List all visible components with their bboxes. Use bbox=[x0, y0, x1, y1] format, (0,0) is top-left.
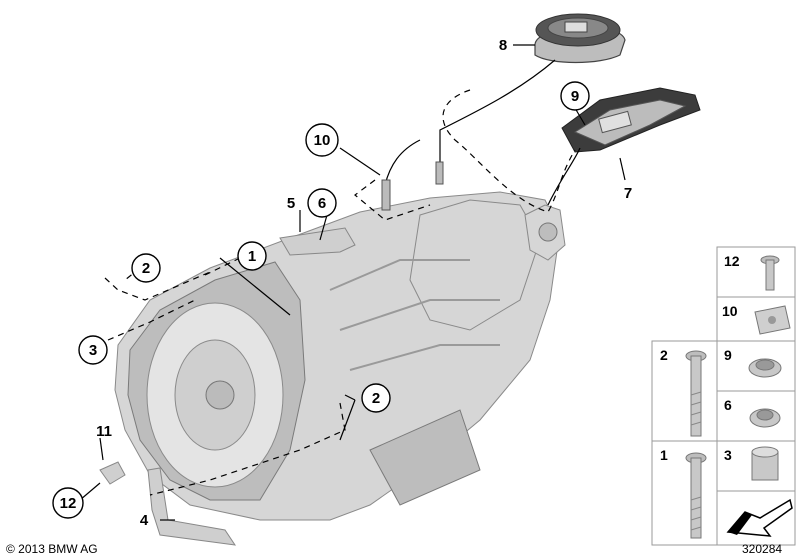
diagram-number: 320284 bbox=[742, 542, 782, 556]
callout-9: 9 bbox=[560, 81, 590, 111]
bracket bbox=[147, 467, 237, 546]
callout-4: 4 bbox=[140, 512, 149, 529]
svg-text:10: 10 bbox=[314, 132, 331, 149]
legend-label-12: 12 bbox=[724, 253, 740, 269]
sleeve-3-illustration bbox=[751, 446, 779, 481]
callout-11: 11 bbox=[96, 423, 112, 440]
legend-label-9: 9 bbox=[724, 347, 732, 363]
callout-12: 12 bbox=[52, 487, 84, 519]
legend-label-1: 1 bbox=[660, 447, 668, 463]
transmission-housing bbox=[114, 191, 566, 521]
selector-mechanism bbox=[561, 87, 701, 153]
shift-cables bbox=[381, 59, 581, 213]
nut-9-illustration bbox=[748, 358, 782, 378]
svg-text:3: 3 bbox=[89, 342, 97, 359]
svg-text:6: 6 bbox=[318, 195, 326, 212]
nut-6-illustration bbox=[749, 408, 781, 428]
legend-label-10: 10 bbox=[722, 303, 738, 319]
svg-text:2: 2 bbox=[142, 260, 150, 277]
callout-2-top: 2 bbox=[131, 253, 161, 283]
svg-text:1: 1 bbox=[248, 248, 256, 265]
callout-10: 10 bbox=[305, 123, 339, 157]
callout-2-middle: 2 bbox=[361, 383, 391, 413]
hardware-legend: 12 10 2 9 6 1 3 bbox=[651, 246, 796, 546]
svg-text:9: 9 bbox=[571, 88, 579, 105]
callout-5: 5 bbox=[287, 195, 295, 212]
callout-6: 6 bbox=[307, 188, 337, 218]
callout-1: 1 bbox=[237, 241, 267, 271]
bolt-2-illustration bbox=[685, 350, 707, 437]
legend-label-3: 3 bbox=[724, 447, 732, 463]
callout-8: 8 bbox=[499, 37, 507, 54]
clip bbox=[99, 461, 126, 485]
shift-unit bbox=[534, 13, 626, 64]
heat-shield bbox=[279, 227, 356, 256]
svg-text:12: 12 bbox=[60, 495, 77, 512]
callout-3: 3 bbox=[78, 335, 108, 365]
legend-label-2: 2 bbox=[660, 347, 668, 363]
clip-nut-10-illustration bbox=[754, 305, 791, 335]
svg-text:2: 2 bbox=[372, 390, 380, 407]
bolt-12-illustration bbox=[760, 255, 780, 291]
bolt-1-illustration bbox=[685, 452, 707, 539]
callout-7: 7 bbox=[624, 185, 632, 202]
arrow-symbol-icon bbox=[726, 498, 793, 537]
legend-label-6: 6 bbox=[724, 397, 732, 413]
copyright-text: © 2013 BMW AG bbox=[6, 542, 98, 556]
